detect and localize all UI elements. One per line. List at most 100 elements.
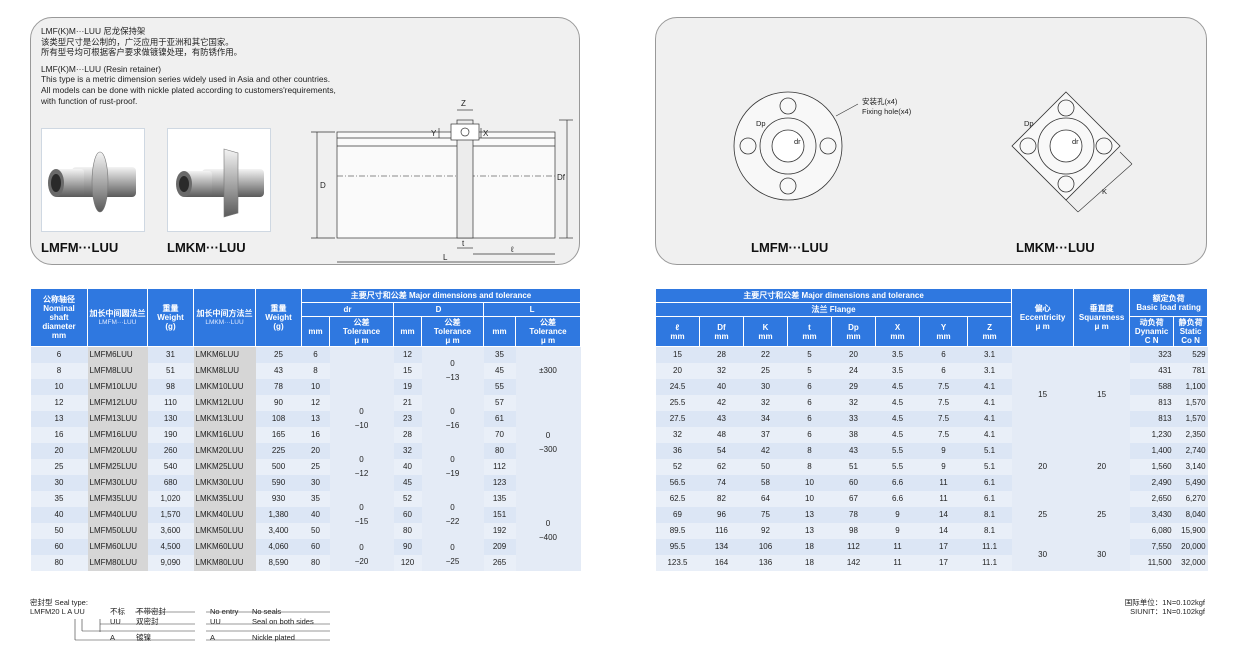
cell-L: 55 [483, 378, 516, 395]
cell-shaft: 60 [30, 538, 88, 555]
lmkm-product-name: LMKM···LUU [167, 240, 246, 255]
col-major-dimensions-right: 主要尺寸和公差 Major dimensions and tolerance [654, 288, 1013, 303]
cell-dynamic-load: 7,550 [1129, 538, 1174, 555]
cell-dr-tolerance-lower: −15 [354, 516, 369, 526]
cell-df: 32 [699, 362, 744, 379]
cell-t: 5 [787, 362, 832, 379]
desc-cn-line2: 所有型号均可根据客户要求做镀镍处理，有防锈作用。 [41, 47, 242, 58]
desc-cn-line1: 该类型尺寸是公制的，广泛应用于亚洲和其它国家。 [41, 36, 234, 47]
cell-dynamic-load: 2,650 [1129, 490, 1174, 507]
seal-r1c1: 不标 [110, 607, 125, 616]
cell-df: 62 [699, 458, 744, 475]
cell-dynamic-load: 1,560 [1129, 458, 1174, 475]
right-spec-table: 主要尺寸和公差 Major dimensions and tolerance 偏… [654, 288, 1209, 571]
cell-round-model: LMFM80LUU [87, 554, 148, 571]
cell-x: 11 [875, 538, 920, 555]
cell-static-load: 2,740 [1173, 442, 1208, 459]
cell-weight-2: 43 [255, 362, 302, 379]
cell-weight-1: 4,500 [147, 538, 194, 555]
desc-en-line2: All models can be done with nickle plate… [41, 84, 336, 95]
cell-round-model: LMFM40LUU [87, 506, 148, 523]
cell-dr: 16 [301, 426, 330, 443]
cell-z: 11.1 [967, 554, 1012, 571]
cell-z: 8.1 [967, 522, 1012, 539]
cell-L: 45 [483, 362, 516, 379]
cell-square-model: LMKM6LUU [193, 346, 256, 363]
lmfm-photo [41, 128, 145, 232]
cell-weight-1: 680 [147, 474, 194, 491]
cell-D-tolerance: 0−16 [421, 394, 484, 443]
cell-df: 28 [699, 346, 744, 363]
cell-l: 24.5 [655, 378, 700, 395]
cell-k: 25 [743, 362, 788, 379]
cell-D-tolerance-upper: 0 [450, 542, 455, 552]
cell-weight-1: 1,570 [147, 506, 194, 523]
cell-D: 52 [393, 490, 422, 507]
cell-z: 5.1 [967, 442, 1012, 459]
cell-dynamic-load: 6,080 [1129, 522, 1174, 539]
cell-dp: 78 [831, 506, 876, 523]
cell-weight-1: 31 [147, 346, 194, 363]
cell-L: 35 [483, 346, 516, 363]
cell-k: 136 [743, 554, 788, 571]
cell-dp: 38 [831, 426, 876, 443]
cell-y: 17 [919, 554, 968, 571]
cell-y: 14 [919, 522, 968, 539]
cell-D-tolerance-upper: 0 [450, 358, 455, 368]
cell-shaft: 35 [30, 490, 88, 507]
cell-static-load: 2,350 [1173, 426, 1208, 443]
col-L: L [482, 302, 582, 317]
cell-k: 42 [743, 442, 788, 459]
right-drawing-panel: 安装孔(x4) Fixing hole(x4) Dp dr Dp dr K LM… [655, 17, 1207, 265]
cell-weight-2: 930 [255, 490, 302, 507]
cell-D: 80 [393, 522, 422, 539]
cell-z: 5.1 [967, 458, 1012, 475]
lmkm-photo [167, 128, 271, 232]
seal-r2c3: UU [210, 617, 221, 626]
cell-t: 6 [787, 394, 832, 411]
cell-dp: 24 [831, 362, 876, 379]
cell-D-tolerance-lower: −25 [445, 556, 460, 566]
cell-dynamic-load: 323 [1129, 346, 1174, 363]
seal-legend-code: LMFM20 L A UU [30, 607, 85, 616]
cell-D: 28 [393, 426, 422, 443]
cell-dynamic-load: 2,490 [1129, 474, 1174, 491]
desc-cn-title: LMF(K)M···LUU 尼龙保持架 [41, 26, 146, 36]
cell-square-model: LMKM50LUU [193, 522, 256, 539]
cell-x: 9 [875, 522, 920, 539]
cell-D: 40 [393, 458, 422, 475]
cell-dr-tolerance [329, 346, 394, 395]
cell-dynamic-load: 1,230 [1129, 426, 1174, 443]
cell-L: 112 [483, 458, 516, 475]
cell-l: 15 [655, 346, 700, 363]
cell-L-tolerance-lower: −400 [538, 532, 558, 542]
cell-static-load: 8,040 [1173, 506, 1208, 523]
cell-shaft: 10 [30, 378, 88, 395]
cell-l: 52 [655, 458, 700, 475]
cell-round-model: LMFM13LUU [87, 410, 148, 427]
dim-df-label: Df [557, 173, 566, 182]
cell-dynamic-load: 813 [1129, 394, 1174, 411]
cell-shaft: 12 [30, 394, 88, 411]
seal-r1c2: 不带密封 [136, 607, 166, 616]
seal-r3c3: A [210, 633, 216, 642]
cell-t: 18 [787, 554, 832, 571]
cell-D: 90 [393, 538, 422, 555]
cell-L: 80 [483, 442, 516, 459]
cell-round-model: LMFM50LUU [87, 522, 148, 539]
cell-squareness: 15 [1073, 346, 1130, 443]
cell-shaft: 25 [30, 458, 88, 475]
cell-df: 74 [699, 474, 744, 491]
